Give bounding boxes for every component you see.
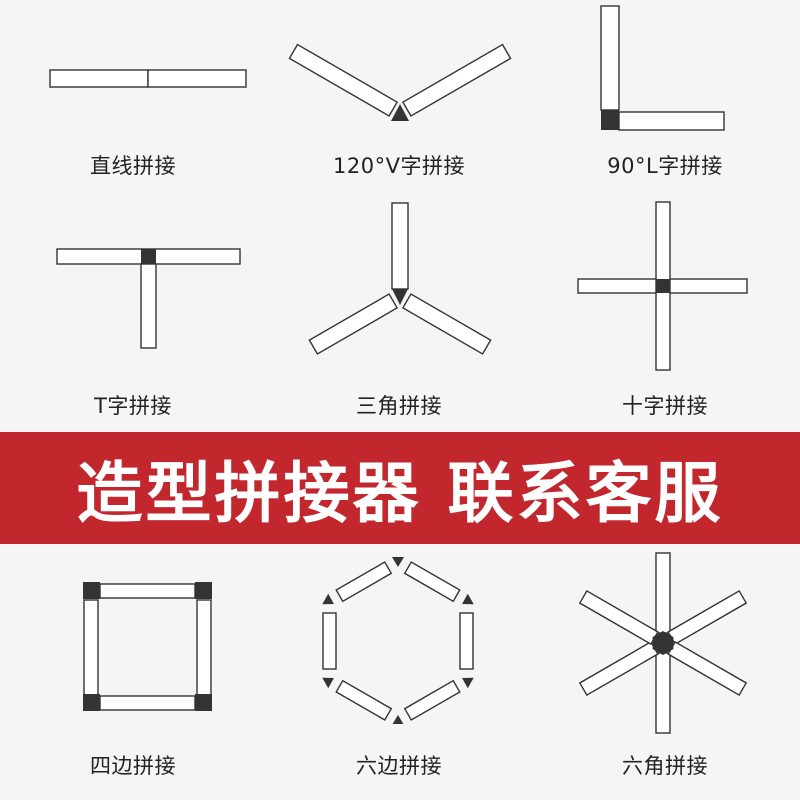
banner-title: 造型拼接器 联系客服: [76, 455, 724, 532]
item-straight: 直线拼接: [0, 0, 266, 200]
item-label: 三角拼接: [356, 394, 442, 418]
item-six-point: 六角拼接: [532, 544, 798, 800]
three-way-splice-icon: [308, 202, 492, 355]
item-label: 120°V字拼接: [333, 154, 465, 178]
item-label: 十字拼接: [622, 394, 708, 418]
t-splice-icon: [56, 248, 241, 349]
hexagon-splice-icon: [322, 557, 474, 724]
square-splice-icon: [83, 582, 212, 711]
item-cross: 十字拼接: [532, 200, 798, 432]
six-point-splice-icon: [578, 552, 748, 734]
item-label: 六边拼接: [356, 754, 442, 778]
item-label: 六角拼接: [622, 754, 708, 778]
item-three-way: 三角拼接: [266, 200, 532, 432]
item-label: 直线拼接: [90, 154, 176, 178]
v-splice-icon: [288, 43, 512, 121]
contact-banner: 造型拼接器 联系客服: [0, 432, 800, 544]
item-l: 90°L字拼接: [532, 0, 798, 200]
item-hexagon: 六边拼接: [266, 544, 532, 800]
l-splice-icon: [600, 5, 725, 131]
cross-splice-icon: [577, 201, 748, 371]
item-label: T字拼接: [94, 394, 172, 418]
item-v: 120°V字拼接: [266, 0, 532, 200]
item-label: 四边拼接: [90, 754, 176, 778]
item-label: 90°L字拼接: [607, 154, 723, 178]
item-square: 四边拼接: [0, 544, 266, 800]
straight-splice-icon: [49, 69, 247, 88]
item-t: T字拼接: [0, 200, 266, 432]
